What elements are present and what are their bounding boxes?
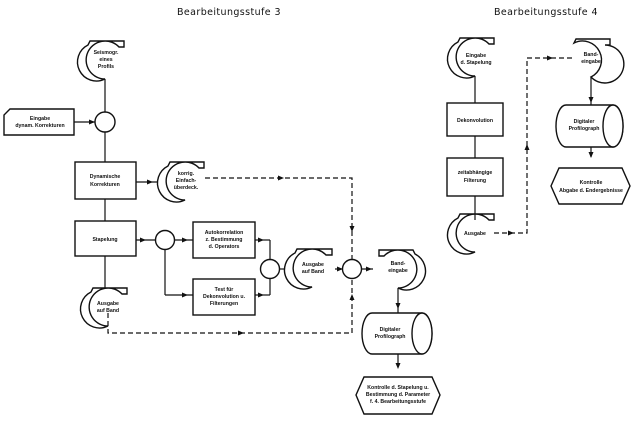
bandeingabe4-label-line2: eingabe (581, 59, 601, 65)
profilograph-stage3-node: Digitaler Profilograph (361, 312, 433, 355)
stapelung-label: Stapelung (92, 237, 117, 243)
profilograph4-label-line2: Profilograph (569, 126, 600, 132)
profilograph3-label-line1: Digitaler (380, 327, 401, 333)
autokorr-label-line3: d. Operators (209, 244, 240, 250)
autokorrelation-node: Autokorrelation z. Bestimmung d. Operato… (192, 221, 256, 259)
eingabe-stapelung-node: Eingabe d. Stapelung (446, 37, 495, 79)
test-label-line2: Dekonvolution u. (203, 294, 246, 300)
stage4-arrowheads (508, 55, 594, 236)
kontrolle3-label-line3: f. 4. Bearbeitungsstufe (370, 399, 426, 405)
ausgabe-mid-label-line1: Ausgabe (302, 262, 324, 268)
stage3-title: Bearbeitungsstufe 3 (177, 7, 281, 18)
ausgabe-left-label-line1: Ausgabe (97, 301, 119, 307)
test-label-line3: Filterungen (210, 301, 238, 307)
profilograph3-label-line2: Profilograph (375, 334, 406, 340)
seismogramm-label-line2: eines (99, 57, 112, 63)
bandeingabe-stage3-node: Band- eingabe (378, 249, 427, 291)
kontrolle-stage3-node: Kontrolle d. Stapelung u. Bestimmung d. … (355, 376, 441, 415)
kontrolle3-label-line2: Bestimmung d. Parameter (366, 392, 430, 398)
seismogramm-label-line1: Seismogr. (94, 50, 119, 56)
stapelung-node: Stapelung (74, 220, 137, 257)
ausgabe-left-label-line2: auf Band (97, 308, 119, 314)
kontrolle-stage4-node: Kontrolle Abgabe d. Endergebnisse (550, 167, 631, 205)
autokorr-label-line2: z. Bestimmung (206, 237, 243, 243)
korrig-einfachueberdeckung-node: korrig. Einfach- überdeck. (156, 161, 205, 203)
stage4-dashed-connectors (494, 57, 572, 234)
junction-circle-4 (341, 258, 363, 280)
eingabe-stap-label-line2: d. Stapelung (460, 60, 491, 66)
ausgabe-auf-band-mid-node: Ausgabe auf Band (283, 248, 333, 290)
ausgabe-stage4-node: Ausgabe (446, 213, 495, 255)
dekonvolution-node: Dekonvolution (446, 102, 504, 137)
junction-circle-1 (94, 111, 116, 133)
bandeingabe3-label-line1: Band- (391, 261, 406, 267)
dyn-korr-label-line2: Korrekturen (90, 182, 120, 188)
stage3-arrowheads (89, 119, 401, 369)
korrig-label-line1: korrig. (178, 171, 195, 177)
eingabe-stap-label-line1: Eingabe (466, 53, 486, 59)
ausgabe4-label: Ausgabe (464, 231, 486, 237)
filterung-label-line2: Filterung (464, 178, 486, 184)
kontrolle3-label-line1: Kontrolle d. Stapelung u. (367, 385, 429, 391)
bandeingabe-stage4-node: Band- eingabe (572, 38, 625, 84)
seismogramm-label-line3: Profils (98, 64, 114, 70)
eingabe-dyn-label-line1: Eingabe (30, 116, 50, 122)
zeitabhaengige-filterung-node: zeitabhängige Filterung (446, 157, 504, 197)
eingabe-dynam-korrekturen-node: Eingabe dynam. Korrekturen (3, 108, 75, 136)
test-label-line1: Test für (215, 287, 234, 293)
dynamische-korrekturen-node: Dynamische Korrekturen (74, 161, 137, 200)
seismogramm-input-node: Seismogr. eines Profils (76, 40, 125, 82)
test-dekonvolution-node: Test für Dekonvolution u. Filterungen (192, 278, 256, 316)
dekonv-label: Dekonvolution (457, 118, 493, 124)
kontrolle4-label-line1: Kontrolle (580, 180, 603, 186)
bandeingabe4-label-line1: Band- (584, 52, 599, 58)
junction-circle-3 (259, 258, 281, 280)
kontrolle4-label-line2: Abgabe d. Endergebnisse (559, 188, 623, 194)
autokorr-label-line1: Autokorrelation (205, 230, 244, 236)
bandeingabe3-label-line2: eingabe (388, 268, 408, 274)
ausgabe-auf-band-left-node: Ausgabe auf Band (79, 287, 128, 329)
junction-circle-2 (154, 229, 176, 251)
profilograph-stage4-node: Digitaler Profilograph (555, 104, 624, 148)
ausgabe-mid-label-line2: auf Band (302, 269, 324, 275)
dyn-korr-label-line1: Dynamische (90, 174, 121, 180)
korrig-label-line2: Einfach- (176, 178, 197, 184)
stage4-title: Bearbeitungsstufe 4 (494, 7, 598, 18)
eingabe-dyn-label-line2: dynam. Korrekturen (15, 123, 64, 129)
korrig-label-line3: überdeck. (174, 185, 199, 191)
filterung-label-line1: zeitabhängige (458, 170, 493, 176)
profilograph4-label-line1: Digitaler (574, 119, 595, 125)
